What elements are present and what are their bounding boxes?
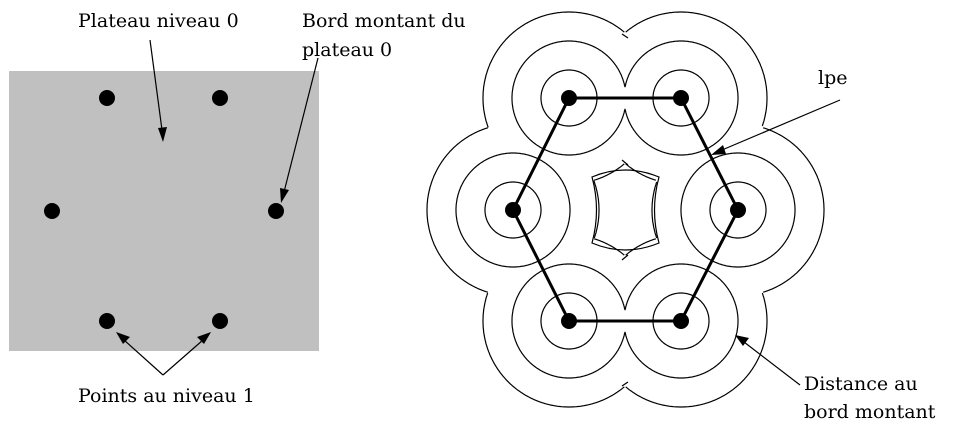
contour-arc <box>625 11 768 98</box>
contour-arc <box>624 321 739 379</box>
level1-point <box>99 90 115 106</box>
arrow-distance-head <box>735 335 749 346</box>
central-basin <box>591 169 660 251</box>
marker-point <box>561 90 577 106</box>
contour-arc <box>709 181 767 239</box>
contour-arc <box>593 238 625 256</box>
contour-arc <box>482 11 625 128</box>
central-tick-top <box>621 159 629 166</box>
contour-arc <box>624 98 739 156</box>
contour-arc <box>540 292 598 350</box>
label-plateau: Plateau niveau 0 <box>78 10 239 32</box>
distance-contour-middle <box>455 40 796 379</box>
contour-arc <box>624 263 739 321</box>
label-edge-line1: Bord montant du <box>302 10 466 32</box>
right-panel-labels: lpe Distance au bord montant <box>711 67 936 423</box>
marker-point <box>673 313 689 329</box>
marker-point <box>730 202 746 218</box>
contour-arc <box>593 210 600 239</box>
label-edge-line2: plateau 0 <box>302 39 392 61</box>
level1-point <box>212 313 228 329</box>
contour-arc <box>680 152 796 268</box>
arrow-edge-head <box>280 188 289 203</box>
contour-arc <box>761 292 768 321</box>
level1-point <box>99 313 115 329</box>
arrow-points-left-line <box>123 339 164 376</box>
outer-tick-top <box>621 33 629 39</box>
level1-point <box>44 203 60 219</box>
contour-arc <box>624 40 739 98</box>
marker-point <box>561 313 577 329</box>
contour-arc <box>762 210 825 293</box>
contour-arc <box>540 69 598 127</box>
arrow-plateau-line <box>149 39 163 131</box>
marker-point <box>505 202 521 218</box>
contour-arc <box>593 163 625 181</box>
right-panel <box>426 11 825 408</box>
contour-arc <box>426 127 489 293</box>
contour-arc <box>625 238 657 256</box>
contour-arc <box>761 98 768 127</box>
arrow-points-right-head <box>197 332 211 344</box>
label-distance-line1: Distance au <box>804 373 918 395</box>
arrow-distance-line <box>743 341 801 386</box>
contour-arc <box>762 127 825 210</box>
contour-arc <box>484 181 542 239</box>
watershed-hexagon <box>511 96 740 323</box>
arrow-plateau-head <box>158 127 167 142</box>
contour-arc <box>651 181 658 239</box>
contour-arc <box>625 321 768 408</box>
arrow-lpe-line <box>721 99 841 151</box>
contour-arc <box>593 180 600 210</box>
plateau-level-0 <box>9 71 319 351</box>
contour-arc <box>455 152 571 268</box>
contour-arc <box>511 40 626 156</box>
label-points: Points au niveau 1 <box>78 385 255 407</box>
arrow-edge-line <box>283 57 319 193</box>
right-panel-points <box>505 90 746 329</box>
outer-tick-bottom <box>621 381 629 387</box>
contour-arc <box>482 292 625 408</box>
distance-contour-outer <box>426 11 825 408</box>
left-panel: Plateau niveau 0 Bord montant du plateau… <box>9 10 466 407</box>
arrow-lpe-head <box>711 145 726 155</box>
label-lpe: lpe <box>818 67 847 89</box>
marker-point <box>673 90 689 106</box>
arrow-points-right-line <box>162 339 204 376</box>
label-distance-line2: bord montant <box>804 401 936 423</box>
contour-arc <box>511 263 626 379</box>
level1-point <box>212 90 228 106</box>
central-tick-bottom <box>621 254 629 261</box>
contour-arc <box>625 163 657 181</box>
level1-point <box>268 203 284 219</box>
arrow-points-left-head <box>116 332 130 344</box>
